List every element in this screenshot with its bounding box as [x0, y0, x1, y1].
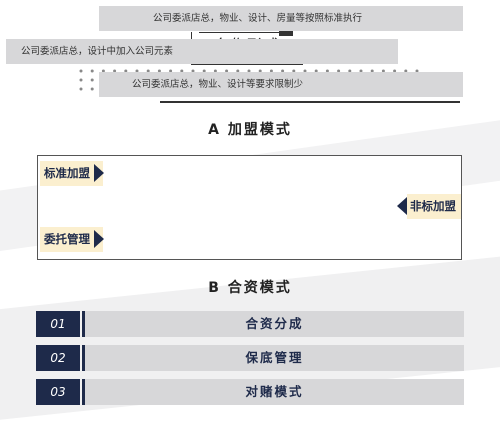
dot: [370, 69, 374, 73]
tag-entrusted-management: 委托管理: [40, 227, 104, 252]
dot: [135, 69, 139, 73]
dot: [191, 69, 195, 73]
dot: [337, 69, 341, 73]
section-a-box: [37, 155, 462, 260]
dot: [213, 69, 217, 73]
dot: [381, 69, 385, 73]
row-1-text: 公司委派店总，物业、设计、房量等按照标准执行: [153, 13, 363, 24]
dot: [202, 69, 206, 73]
row-number: 03: [36, 379, 80, 405]
row-bar: 对赌模式: [82, 379, 464, 405]
dot: [269, 69, 273, 73]
row-label: 保底管理: [245, 350, 304, 365]
dot: [393, 69, 397, 73]
row-number: 01: [36, 311, 80, 337]
dot: [180, 69, 184, 73]
dot: [359, 69, 363, 73]
row-label: 合资分成: [245, 316, 304, 331]
tag-standard-franchise: 标准加盟: [40, 161, 104, 186]
dot: [90, 87, 94, 91]
dot: [281, 69, 285, 73]
tag-nonstandard-franchise: 非标加盟: [397, 194, 461, 219]
dot: [258, 69, 262, 73]
section-b-title: B 合资模式: [208, 280, 292, 296]
section-a-row-2: 公司委派店总，设计中加入公司元素: [6, 39, 398, 64]
dot: [146, 69, 150, 73]
dot: [292, 69, 296, 73]
row-bar: 保底管理: [82, 345, 464, 371]
dot: [90, 78, 94, 82]
dot: [303, 69, 307, 73]
dot: [169, 69, 173, 73]
row-bar: 合资分成: [82, 311, 464, 337]
section-b-row-3: 03 对赌模式: [36, 379, 464, 405]
row-number: 02: [36, 345, 80, 371]
dot: [314, 69, 318, 73]
dot: [79, 78, 83, 82]
section-b-row-2: 02 保底管理: [36, 345, 464, 371]
dot: [247, 69, 251, 73]
dot: [79, 69, 83, 73]
dot: [236, 69, 240, 73]
section-a-row-3: 公司委派店总，物业、设计等要求限制少: [99, 72, 463, 97]
dot: [124, 69, 128, 73]
row-3-text: 公司委派店总，物业、设计等要求限制少: [132, 79, 304, 90]
dot: [348, 69, 352, 73]
section-a-row-1: 公司委派店总，物业、设计、房量等按照标准执行: [99, 6, 463, 31]
dot: [101, 69, 105, 73]
dot: [90, 69, 94, 73]
row-label: 对赌模式: [245, 384, 304, 399]
dot: [404, 69, 408, 73]
dot: [325, 69, 329, 73]
dot: [79, 87, 83, 91]
dot: [157, 69, 161, 73]
row-2-text: 公司委派店总，设计中加入公司元素: [21, 46, 174, 57]
section-b-row-1: 01 合资分成: [36, 311, 464, 337]
section-a-title: A 加盟模式: [208, 122, 292, 138]
dot: [113, 69, 117, 73]
dot: [415, 69, 419, 73]
separator-line: [160, 101, 460, 103]
dot: [225, 69, 229, 73]
